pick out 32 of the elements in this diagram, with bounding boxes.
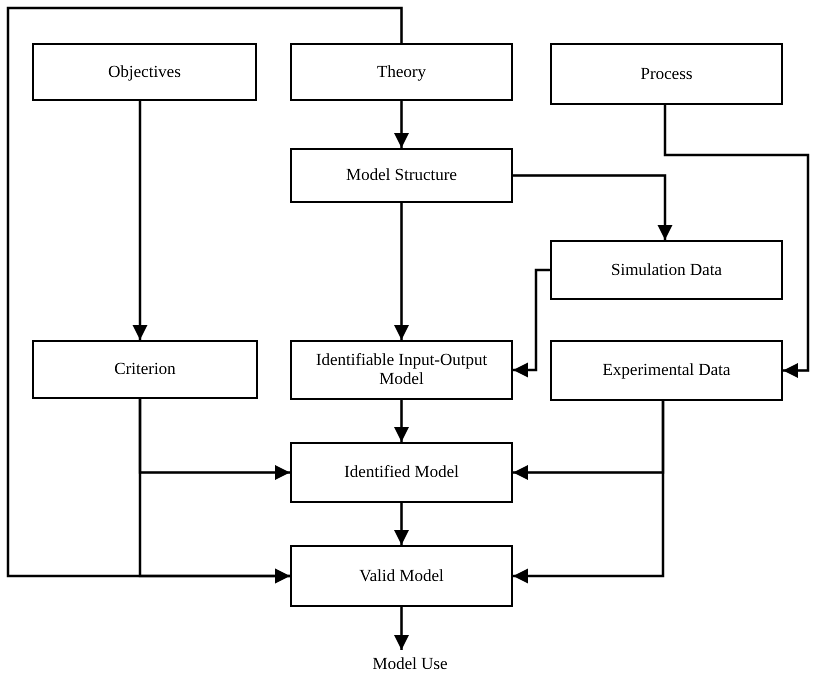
process-box xyxy=(32,43,257,101)
box-label: Objectives xyxy=(107,62,182,82)
arrow xyxy=(394,203,409,340)
process-box xyxy=(290,545,513,607)
box-label: Identified Model xyxy=(343,463,460,482)
arrow xyxy=(132,101,148,340)
arrow xyxy=(664,105,810,378)
box-label: Theory xyxy=(376,62,428,82)
arrow xyxy=(394,607,409,650)
process-box xyxy=(290,442,513,503)
arrow xyxy=(513,174,672,240)
box-label: Experimental Data xyxy=(602,361,732,380)
box-label: Valid Model xyxy=(358,566,445,586)
arrow xyxy=(394,400,409,442)
process-box xyxy=(290,43,513,101)
process-box xyxy=(550,340,783,401)
process-box xyxy=(290,340,513,400)
arrow xyxy=(513,268,550,378)
arrow xyxy=(6,6,403,584)
box-label: Simulation Data xyxy=(610,260,723,280)
box-label: Model Structure xyxy=(345,166,458,185)
box-label: Identifiable Input-Output Model xyxy=(314,351,488,389)
process-box xyxy=(550,43,783,105)
process-box xyxy=(550,240,783,300)
arrow xyxy=(513,401,664,584)
box-label: Criterion xyxy=(113,360,177,379)
process-box xyxy=(290,148,513,203)
process-box xyxy=(32,340,258,399)
box-label: Process xyxy=(640,64,694,84)
arrow xyxy=(394,503,409,545)
output-label: Model Use xyxy=(371,654,449,674)
arrow xyxy=(394,101,409,148)
